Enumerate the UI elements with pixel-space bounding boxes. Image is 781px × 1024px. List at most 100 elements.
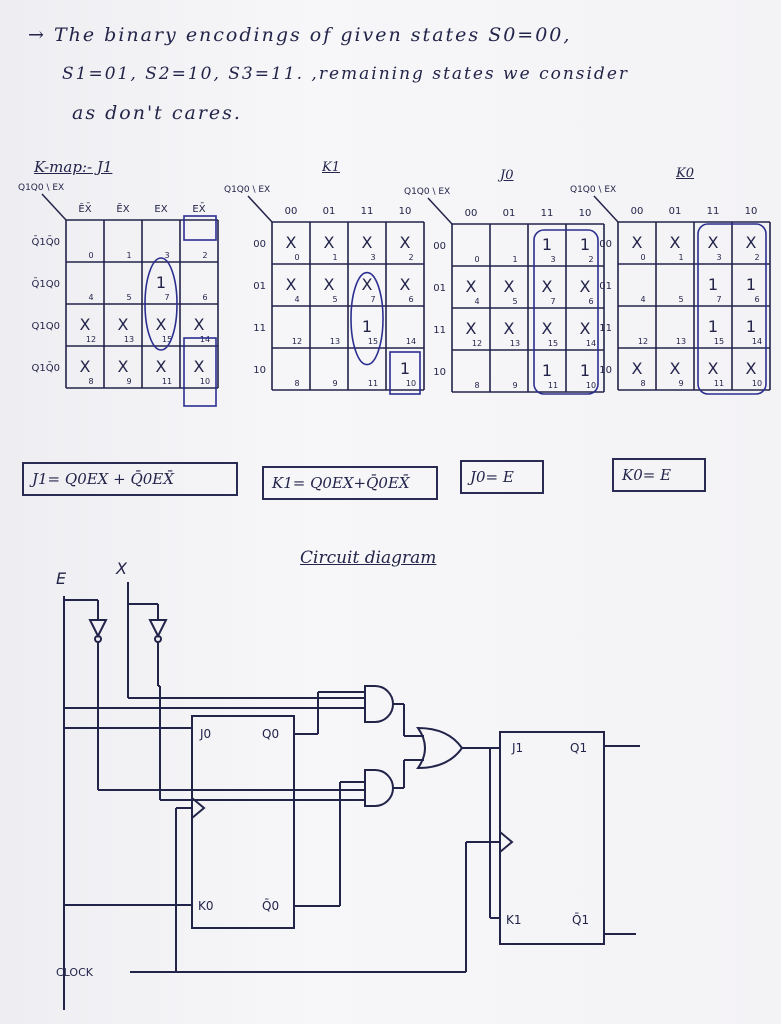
and-gate-lower [364,769,394,807]
kmap-cell-index: 11 [548,381,558,390]
kmap-cell-value: 1 [362,317,372,336]
kmap-cell-value: X [746,233,757,252]
kmap-row-header: Q1Q0 [32,321,60,332]
kmap-col-header: ĒX [116,202,129,215]
kmap-heading-k1: K1 [322,160,340,175]
kmap-cell-index: 2 [754,253,759,262]
flip-flop-0 [191,715,295,929]
intro-line-2: S1=01, S2=10, S3=11. ,remaining states w… [62,64,630,84]
kmap-cell-value: X [400,275,411,294]
kmap-cell-value: X [632,233,643,252]
kmap-cell-value: 1 [156,273,166,292]
kmap-cell-value: X [708,359,719,378]
kmap-cell-value: X [580,277,591,296]
kmap-col-header: EX [154,204,167,215]
kmap-cell-value: X [400,233,411,252]
ff0-k-label: K0 [198,899,214,913]
kmap-cell-value: X [542,277,553,296]
kmap-cell-index: 8 [88,377,93,386]
kmap-col-header: 10 [745,206,758,217]
equation-j1: J1= Q0EX + Q̄0EX̄ [22,462,238,496]
kmap-cell-index: 6 [588,297,593,306]
ff0-clock-triangle [191,797,206,819]
kmap-row-header: 01 [253,281,266,292]
kmap-corner-divider [593,195,619,223]
kmap-row-header: 01 [599,281,612,292]
kmap-cell-index: 3 [550,255,555,264]
kmap-cell-value: X [194,357,205,376]
kmap-cell-value: X [324,233,335,252]
kmap-cell-value: X [286,275,297,294]
kmap-cell-index: 13 [330,337,340,346]
kmap-row-header: 10 [253,365,266,376]
kmap-cell-index: 4 [640,295,645,304]
kmap-col-header: 11 [707,206,720,217]
kmap-cell-index: 3 [164,251,169,260]
kmap-cell-index: 9 [678,379,683,388]
kmap-cell-index: 12 [86,335,96,344]
kmap-cell-index: 10 [586,381,596,390]
kmap-cell-value: X [156,357,167,376]
kmap-cell-index: 14 [406,337,416,346]
kmap-cell-index: 2 [408,253,413,262]
kmap-cell-value: 1 [542,361,552,380]
ff0-q-label: Q0 [262,727,279,741]
equation-j0: J0= E [460,460,544,494]
kmap-cell-index: 11 [368,379,378,388]
kmap-cell-index: 4 [88,293,93,302]
circuit-title: Circuit diagram [300,548,437,568]
kmap-group-loop [144,257,178,351]
kmap-cell-value: X [580,319,591,338]
equation-k1: K1= Q0EX+Q̄0EX̄ [262,466,438,500]
kmap-cell-value: 1 [708,317,718,336]
kmap-row-header: 11 [253,323,266,334]
kmap-corner-divider [247,195,273,223]
kmap-col-header: 11 [541,208,554,219]
kmap-cell-value: X [670,233,681,252]
kmap-corner-divider [41,193,67,221]
kmap-cell-index: 10 [406,379,416,388]
kmap-col-header: 00 [631,206,644,217]
kmap-cell-value: X [504,319,515,338]
kmap-cell-value: X [118,357,129,376]
kmap-cell-index: 4 [294,295,299,304]
kmap-cell-index: 5 [332,295,337,304]
kmap-cell-value: 1 [746,317,756,336]
kmap-group-loop [697,223,767,395]
kmap-cell-index: 8 [474,381,479,390]
ff1-clock-triangle [499,831,514,853]
kmap-cell-value: X [632,359,643,378]
kmap-cell-index: 0 [88,251,93,260]
kmap-cell-index: 5 [512,297,517,306]
kmap-cell-index: 14 [752,337,762,346]
kmap-col-header: 11 [361,206,374,217]
kmap-row-header: Q̄1Q̄0 [32,235,60,248]
kmap-cell-index: 14 [586,339,596,348]
kmap-row-header: 10 [599,365,612,376]
kmap-cell-index: 7 [370,295,375,304]
kmap-cell-value: X [746,359,757,378]
kmap-cell-index: 11 [162,377,172,386]
kmap-cell-value: X [362,233,373,252]
kmap-group-loop [183,337,217,407]
kmap-cell-value: X [80,315,91,334]
kmap-cell-index: 9 [512,381,517,390]
kmap-cell-index: 7 [164,293,169,302]
kmap-cell-index: 9 [126,377,131,386]
clock-wire [130,807,500,973]
kmap-group-loop [389,351,421,395]
kmap-cell-value: X [466,319,477,338]
kmap-row-header: 01 [433,283,446,294]
clock-label: CLOCK [56,966,94,979]
kmap-cell-index: 2 [202,251,207,260]
kmap-row-header: 10 [433,367,446,378]
kmap-cell-index: 10 [200,377,210,386]
flip-flop-1 [499,731,605,945]
kmap-cell-index: 6 [408,295,413,304]
kmap-corner-label: Q1Q0 \ EX [404,187,450,197]
kmap-cell-index: 5 [678,295,683,304]
ff0-j-label: J0 [199,727,211,741]
ff0-qbar-wire [294,781,365,907]
kmap-cell-index: 13 [676,337,686,346]
kmap-cell-value: X [286,233,297,252]
